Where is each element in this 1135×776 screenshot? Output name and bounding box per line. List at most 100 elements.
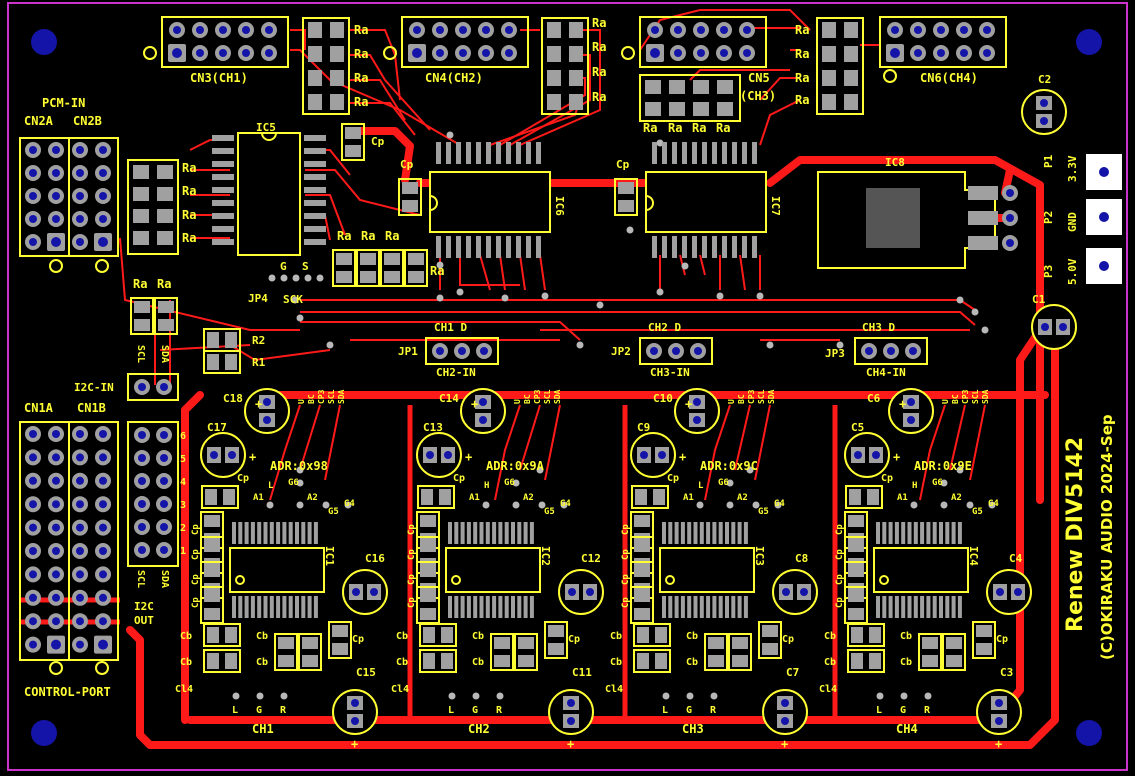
- plus-label: +: [567, 737, 574, 751]
- cp-label: Cp: [621, 574, 631, 585]
- jp4-s-label: S: [302, 260, 309, 273]
- cb-label: Cb: [900, 657, 912, 668]
- jp4-g-label: G: [280, 260, 287, 273]
- hl-label: H: [484, 481, 489, 491]
- ra-label: Ra: [430, 264, 444, 278]
- g5-label: G5: [544, 507, 555, 517]
- cb-label: Cb: [180, 657, 192, 668]
- pin-label: SDA: [553, 389, 562, 404]
- plus-label: +: [249, 450, 256, 464]
- g-label: G: [900, 705, 906, 716]
- cap-label: C11: [572, 666, 592, 679]
- cp-label: Cp: [621, 597, 631, 608]
- ra-label: Ra: [795, 71, 809, 85]
- ra-array-cn3: [302, 17, 350, 115]
- ic6-label: IC6: [553, 196, 566, 216]
- cn1b-label: CN1B: [77, 401, 106, 415]
- pin-label: U: [727, 399, 736, 404]
- jp3-bottom-label: CH4-IN: [866, 366, 906, 379]
- cn2a-label: CN2A: [24, 114, 54, 128]
- ic-label: IC4: [967, 546, 980, 566]
- cp-label: Cp: [237, 473, 249, 484]
- pin-2-label: 2: [180, 523, 186, 534]
- cn3-header: [161, 16, 289, 68]
- cn2b-label: CN2B: [73, 114, 102, 128]
- ic7-chip: [645, 142, 767, 258]
- hl-label: H: [912, 481, 917, 491]
- cn1a-label: CN1A: [24, 401, 54, 415]
- ra-label: Ra: [643, 121, 657, 135]
- scl-label: SCL: [135, 570, 146, 588]
- ic8-regulator: [817, 171, 1018, 269]
- cp-label: Cp: [371, 135, 385, 148]
- g4-label: G4: [988, 499, 999, 509]
- cb-label: Cb: [472, 657, 484, 668]
- plus-label: +: [471, 397, 478, 411]
- ic6-chip: [429, 142, 551, 258]
- cp-label: Cp: [667, 473, 679, 484]
- r-label: R: [710, 705, 717, 716]
- address-label: ADR:0x9A: [486, 459, 545, 473]
- cb-label: Cb: [396, 631, 408, 642]
- g-label: G: [686, 705, 692, 716]
- ra-array-cn5: [639, 74, 741, 122]
- cap-label: C16: [365, 552, 385, 565]
- plus-label: +: [351, 737, 358, 751]
- p2-gnd-label: GND: [1066, 212, 1079, 232]
- cp-label: Cp: [568, 634, 580, 645]
- jp3-top-label: CH3 D: [862, 321, 895, 334]
- cp-label: Cp: [881, 473, 893, 484]
- pin-label: SDA: [337, 389, 346, 404]
- cb-label: Cb: [256, 631, 268, 642]
- cl4-label: Cl4: [391, 684, 409, 695]
- pin-label: SDA: [981, 389, 990, 404]
- cb-label: Cb: [472, 631, 484, 642]
- pin-label: CP3: [961, 389, 970, 404]
- pin-label: U: [297, 399, 306, 404]
- ra-label: Ra: [133, 277, 147, 291]
- jp4-label: JP4: [248, 292, 268, 305]
- control-port-label: CONTROL-PORT: [24, 685, 111, 699]
- cap-label: C13: [423, 421, 443, 434]
- cap-label: C10: [653, 392, 673, 405]
- cap-label: C8: [795, 552, 808, 565]
- pin-6-label: 6: [180, 431, 186, 442]
- pin-label: BC: [737, 394, 746, 404]
- l-label: L: [876, 705, 882, 716]
- cb-label: Cb: [824, 631, 836, 642]
- ra-array-pcm: [127, 159, 179, 255]
- cap-label: C3: [1000, 666, 1013, 679]
- address-label: ADR:0x9E: [914, 459, 972, 473]
- pin-1-label: 1: [180, 546, 186, 557]
- cp-label: Cp: [835, 524, 845, 535]
- cn6-label: CN6(CH4): [920, 71, 978, 85]
- ic5-chip: [212, 132, 326, 256]
- cp-label: Cp: [453, 473, 465, 484]
- cap-label: C14: [439, 392, 459, 405]
- sda-label: SDA: [159, 345, 170, 363]
- jp1-label: JP1: [398, 345, 418, 358]
- a2-label: A2: [523, 493, 534, 503]
- cap-label: C12: [581, 552, 601, 565]
- ra-label: Ra: [385, 229, 399, 243]
- cn6-header: [879, 16, 1007, 68]
- pin-label: U: [941, 399, 950, 404]
- ra-label: Ra: [592, 90, 606, 104]
- address-label: ADR:0x98: [270, 459, 328, 473]
- jp3-label: JP3: [825, 347, 845, 360]
- cp-label: Cp: [191, 574, 201, 585]
- i2c-out-label-2: OUT: [134, 614, 154, 627]
- jp2-bottom-label: CH3-IN: [650, 366, 690, 379]
- cp-label: Cp: [407, 524, 417, 535]
- cp-label: Cp: [621, 524, 631, 535]
- ra-label: Ra: [182, 161, 196, 175]
- ra-label: Ra: [182, 231, 196, 245]
- g4-label: G4: [774, 499, 785, 509]
- ra-label: Ra: [182, 208, 196, 222]
- ic-label: IC1: [323, 546, 336, 566]
- p3-label: P3: [1042, 265, 1055, 278]
- board-title: Renew DIV5142: [1063, 437, 1088, 632]
- p2-label: P2: [1042, 211, 1055, 224]
- g5-label: G5: [328, 507, 339, 517]
